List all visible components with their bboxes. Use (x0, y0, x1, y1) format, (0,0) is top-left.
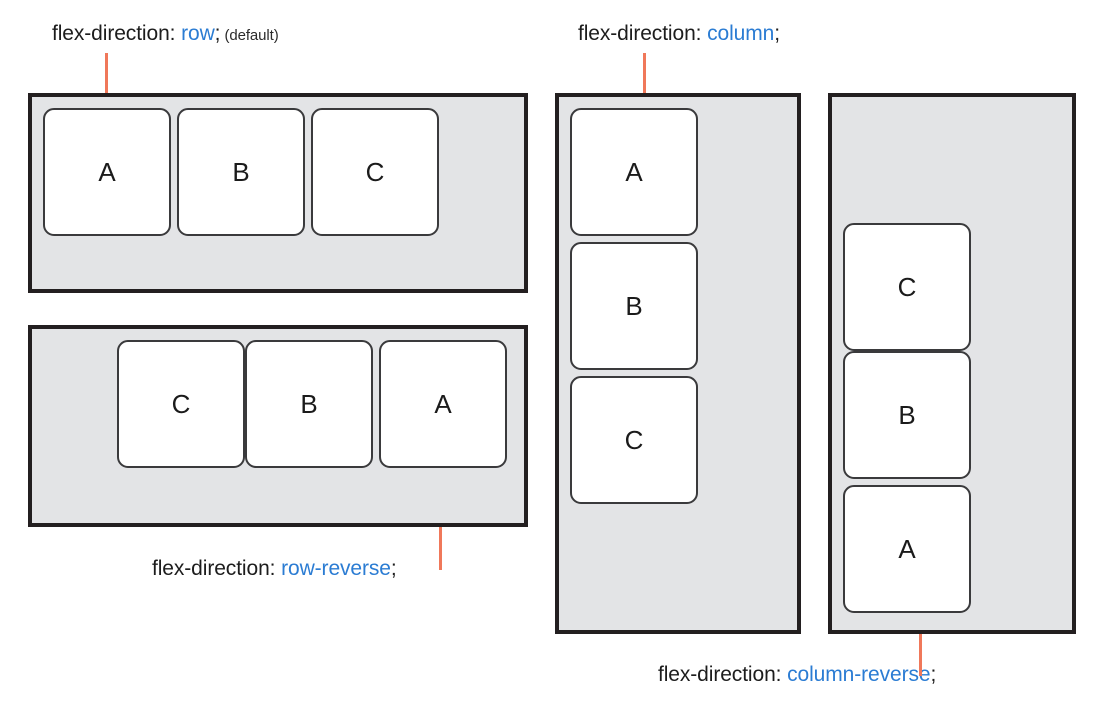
flex-item: B (843, 351, 971, 479)
leader-line-row-reverse (439, 527, 442, 570)
flex-item: A (379, 340, 507, 468)
label-flex-direction-column: flex-direction: column; (578, 22, 780, 46)
label-semicolon: ; (774, 22, 780, 45)
label-value-text: row (181, 22, 215, 45)
flex-item: B (177, 108, 305, 236)
flex-item: C (843, 223, 971, 351)
flex-item: A (43, 108, 171, 236)
label-property-text: flex-direction: (658, 663, 788, 686)
flex-item: C (117, 340, 245, 468)
label-default-note: (default) (220, 27, 279, 44)
flex-container-column-reverse: A B C (828, 93, 1076, 634)
flex-container-row: A B C (28, 93, 528, 293)
label-flex-direction-column-reverse: flex-direction: column-reverse; (658, 663, 936, 687)
flex-item: B (570, 242, 698, 370)
label-value-text: column (707, 22, 775, 45)
label-semicolon: ; (390, 557, 397, 580)
label-value-text: row-reverse (281, 557, 391, 580)
flex-container-column: A B C (555, 93, 801, 634)
label-semicolon: ; (214, 22, 221, 45)
flex-container-row-reverse: A B C (28, 325, 528, 527)
label-property-text: flex-direction: (152, 557, 282, 580)
flex-item: C (570, 376, 698, 504)
label-property-text: flex-direction: (52, 22, 182, 45)
label-flex-direction-row: flex-direction: row; (default) (52, 22, 279, 46)
flex-item: C (311, 108, 439, 236)
leader-line-column (643, 53, 646, 95)
leader-line-column-reverse (919, 634, 922, 676)
leader-line-row (105, 53, 108, 95)
label-property-text: flex-direction: (578, 22, 708, 45)
flex-item: B (245, 340, 373, 468)
flex-item: A (843, 485, 971, 613)
label-semicolon: ; (930, 663, 937, 686)
flex-item: A (570, 108, 698, 236)
label-flex-direction-row-reverse: flex-direction: row-reverse; (152, 557, 397, 581)
label-value-text: column-reverse (787, 663, 931, 686)
